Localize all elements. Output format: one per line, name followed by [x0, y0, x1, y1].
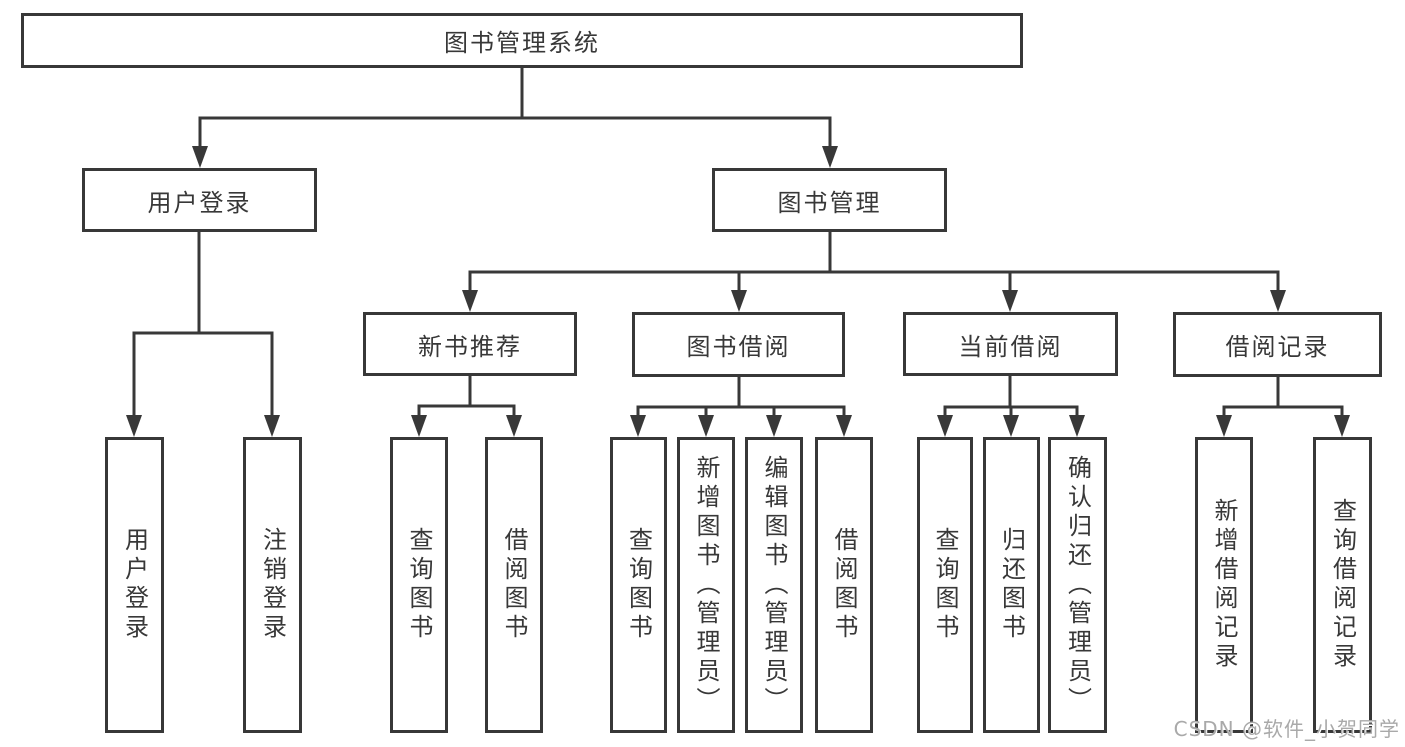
node-label: 借阅图书 [500, 527, 528, 643]
edge-book-borrow-children [630, 377, 852, 437]
node-label: 图书管理系统 [444, 29, 600, 57]
node-system-root: 图书管理系统 [21, 13, 1023, 68]
leaf-query-books-borrow: 查询图书 [610, 437, 667, 733]
leaf-add-borrow-record: 新增借阅记录 [1195, 437, 1253, 733]
edge-current-borrow-children [937, 376, 1085, 437]
node-book-borrow: 图书借阅 [632, 312, 845, 377]
node-label: 注销登录 [258, 527, 287, 643]
node-borrow-records: 借阅记录 [1173, 312, 1382, 377]
leaf-confirm-return-admin: 确认归还（管理员） [1048, 437, 1107, 733]
leaf-borrow-books-recommend: 借阅图书 [485, 437, 543, 733]
leaf-borrow-books: 借阅图书 [815, 437, 873, 733]
leaf-edit-books-admin: 编辑图书（管理员） [745, 437, 803, 733]
node-label: 新增借阅记录 [1210, 498, 1238, 672]
edge-borrow-records-children [1216, 377, 1350, 437]
node-label: 查询图书 [931, 527, 959, 643]
leaf-user-login: 用户登录 [105, 437, 164, 733]
node-label: 编辑图书（管理员） [760, 454, 788, 716]
leaf-query-borrow-record: 查询借阅记录 [1313, 437, 1372, 733]
node-label: 借阅记录 [1225, 333, 1330, 361]
node-label: 借阅图书 [830, 527, 858, 643]
node-label: 归还图书 [997, 527, 1026, 643]
edge-book-mgmt-children [462, 232, 1286, 312]
node-label: 图书借阅 [686, 333, 791, 361]
node-current-borrow: 当前借阅 [903, 312, 1118, 376]
leaf-add-books-admin: 新增图书（管理员） [677, 437, 735, 733]
node-book-management: 图书管理 [712, 168, 947, 232]
node-label: 确认归还（管理员） [1063, 454, 1092, 716]
node-label: 用户登录 [120, 527, 149, 643]
node-label: 新增图书（管理员） [692, 454, 720, 716]
node-label: 查询图书 [405, 527, 433, 643]
watermark: CSDN @软件_小贺同学 [1173, 717, 1400, 741]
node-new-book-recommend: 新书推荐 [363, 312, 577, 376]
leaf-return-books: 归还图书 [983, 437, 1040, 733]
edge-user-login-children [126, 232, 280, 437]
node-label: 查询借阅记录 [1328, 498, 1357, 672]
edge-root-to-level2 [192, 68, 838, 168]
node-label: 当前借阅 [958, 332, 1063, 361]
node-label: 新书推荐 [418, 332, 522, 361]
leaf-logout: 注销登录 [243, 437, 302, 733]
leaf-query-books-current: 查询图书 [917, 437, 973, 733]
node-label: 查询图书 [624, 527, 653, 643]
node-label: 图书管理 [777, 188, 882, 217]
node-user-login: 用户登录 [82, 168, 317, 232]
leaf-query-books-recommend: 查询图书 [390, 437, 448, 733]
edge-new-book-children [411, 376, 522, 437]
node-label: 用户登录 [147, 188, 252, 217]
